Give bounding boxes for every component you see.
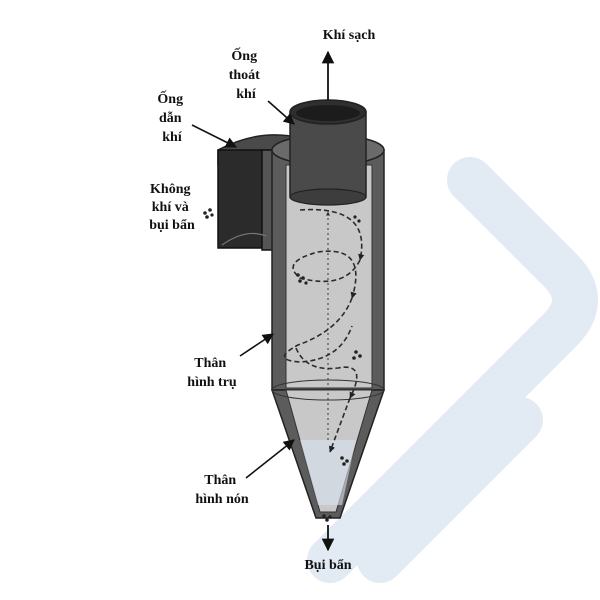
inlet-leader-arrow — [191, 124, 238, 148]
dirty-air-label: Không khí và bụi bẩn — [149, 182, 195, 233]
watermark-logo — [307, 157, 598, 583]
outlet-leader-arrow — [267, 100, 295, 125]
dust-particles — [203, 208, 362, 522]
vortex-flow — [283, 208, 365, 453]
cylinder-leader-arrow — [239, 333, 274, 357]
dust-label: Bụi bẩn — [304, 558, 351, 573]
outlet-pipe-label: Ống thoát khí — [229, 46, 264, 102]
outlet-pipe — [289, 99, 367, 206]
inlet-pipe-label: Ống dẫn khí — [157, 89, 186, 145]
cone-leader-arrow — [245, 439, 295, 479]
clean-air-label: Khí sạch — [323, 28, 376, 43]
cone-body-label: Thân hình nón — [195, 473, 249, 507]
cylinder-body-label: Thân hình trụ — [187, 356, 237, 390]
